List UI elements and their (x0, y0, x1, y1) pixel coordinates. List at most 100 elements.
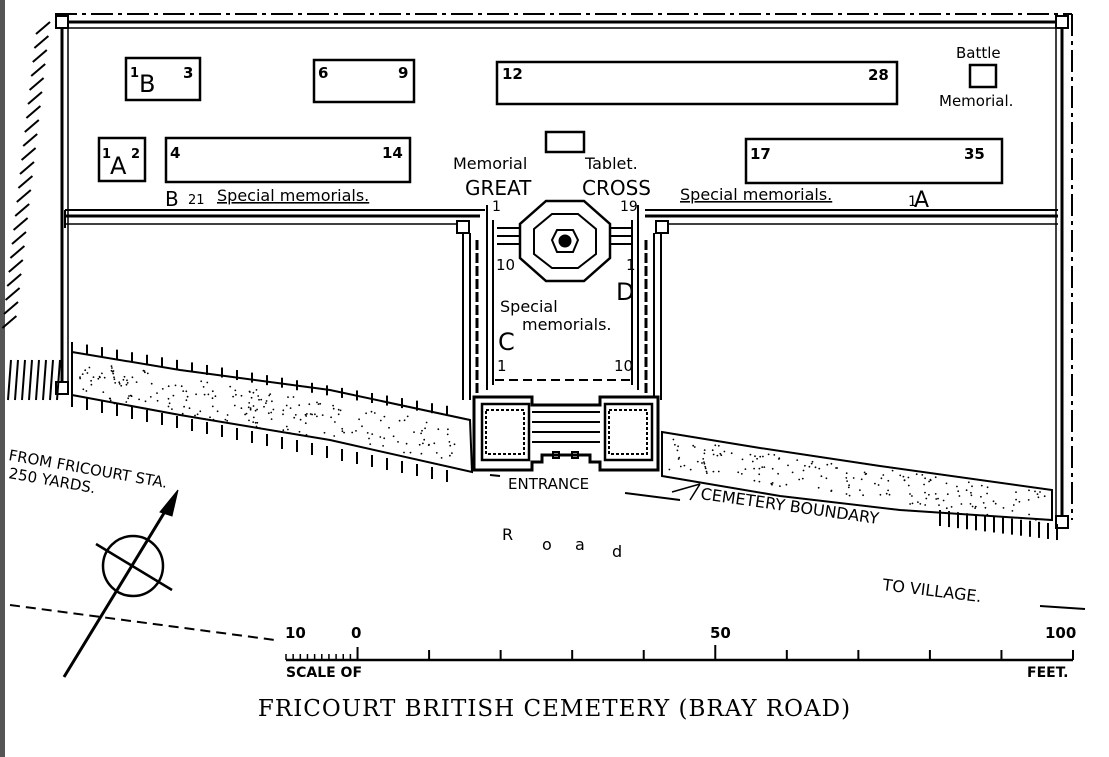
stipple-dot (1037, 496, 1040, 499)
hatch-stroke (49, 359, 54, 401)
to-village-label: TO VILLAGE. (881, 575, 983, 606)
stipple-dot (1028, 513, 1030, 516)
stipple-dot (848, 484, 850, 487)
stipple-dot (891, 469, 894, 472)
stipple-dot (317, 403, 320, 405)
stipple-dot (754, 455, 756, 458)
stipple-dot (701, 462, 703, 464)
stipple-dot (112, 370, 115, 372)
stipple-dot (203, 393, 206, 396)
stipple-dot (309, 413, 312, 415)
stipple-dot (1029, 517, 1032, 520)
stipple-dot (268, 394, 271, 397)
stipple-dot (397, 441, 399, 443)
stipple-dot (928, 493, 930, 496)
stipple-dot (337, 408, 340, 411)
stipple-dot (413, 431, 415, 433)
stipple-dot (249, 407, 252, 409)
stipple-dot (235, 393, 237, 396)
stipple-dot (744, 468, 747, 470)
stipple-dot (449, 444, 452, 447)
stipple-dot (845, 493, 848, 495)
stipple-dot (199, 410, 202, 413)
boundary-lines (9, 474, 1086, 641)
hatch-stroke (20, 147, 37, 161)
stipple-dot (1015, 491, 1017, 493)
stipple-dot (862, 494, 864, 497)
north-compass-icon (62, 489, 179, 678)
plot-12-28-start: 12 (502, 65, 523, 83)
court-special-line2: memorials. (522, 315, 612, 334)
stipple-dot (272, 408, 275, 411)
stipple-dot (135, 381, 138, 383)
stipple-dot (830, 462, 833, 465)
stipple-dot (704, 467, 707, 470)
stipple-dot (773, 454, 776, 456)
hatch-stroke (9, 245, 26, 259)
stipple-dot (958, 495, 961, 497)
stipple-dot (911, 502, 914, 505)
stipple-dot (182, 390, 185, 392)
stipple-dot (759, 455, 762, 458)
stipple-dot (763, 466, 766, 468)
stipple-dot (980, 495, 982, 498)
stipple-dot (156, 399, 159, 402)
scale-label-100: 100 (1045, 624, 1076, 642)
stipple-dot (392, 435, 395, 438)
stipple-dot (737, 471, 740, 474)
stipple-dot (232, 395, 235, 398)
stipple-dot (299, 418, 302, 421)
special-left-text: Special memorials. (217, 186, 369, 205)
stipple-dot (168, 402, 171, 405)
stipple-dot (945, 482, 948, 485)
stipple-dot (180, 385, 183, 388)
stipple-dot (365, 412, 367, 415)
stipple-dot (101, 372, 103, 375)
stipple-dot (810, 462, 813, 465)
stipple-dot (109, 399, 112, 402)
stipple-dot (921, 474, 924, 476)
plot-6-9-end: 9 (398, 64, 408, 82)
stipple-dot (306, 413, 308, 415)
stipple-dot (111, 367, 113, 369)
stipple-dot (880, 477, 883, 480)
stipple-dot (703, 452, 706, 455)
stipple-dot (98, 375, 101, 378)
stipple-dot (84, 369, 87, 372)
stipple-dot (316, 401, 318, 404)
stipple-dot (929, 478, 932, 481)
stipple-dot (818, 467, 821, 470)
stipple-dot (817, 486, 820, 489)
stipple-dot (705, 470, 708, 473)
stipple-dot (90, 379, 92, 382)
special-right-text: Special memorials. (680, 185, 832, 204)
plot-A-letter: A (110, 152, 127, 180)
court-letter-C: C (498, 328, 515, 356)
hatch-stroke (24, 119, 40, 133)
stipple-dot (719, 452, 722, 455)
stipple-dot (240, 394, 243, 397)
stipple-dot (974, 505, 977, 508)
stipple-dot (723, 450, 726, 453)
stipple-dot (992, 500, 995, 503)
stipple-dot (330, 416, 332, 419)
terrace-wall (64, 209, 1058, 228)
stipple-dot (449, 454, 451, 457)
stipple-dot (282, 413, 284, 416)
stipple-dot (924, 504, 927, 506)
stipple-dot (1012, 504, 1015, 506)
stipple-dot (337, 413, 340, 416)
stipple-dot (120, 384, 123, 387)
hatch-stroke (19, 161, 35, 175)
stipple-dot (424, 427, 426, 430)
stipple-dot (446, 433, 449, 436)
stipple-dot (216, 410, 219, 413)
stipple-dot (820, 475, 823, 478)
stipple-dot (758, 480, 761, 483)
court-letter-D: D (616, 278, 634, 306)
stipple-dot (845, 472, 848, 475)
stipple-dot (448, 441, 451, 443)
scale-label-0: 0 (351, 624, 361, 642)
stipple-dot (209, 416, 211, 419)
stipple-dot (814, 466, 817, 469)
